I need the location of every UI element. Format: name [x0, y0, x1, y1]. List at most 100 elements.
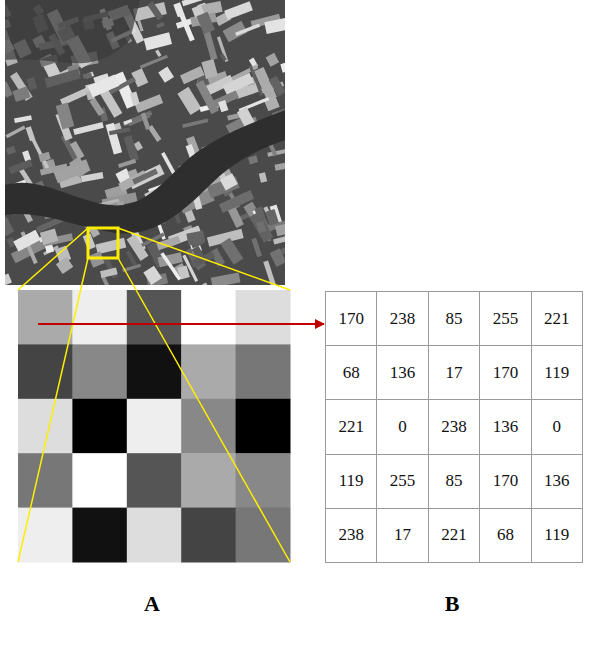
- cell-value: 255: [390, 471, 416, 491]
- pixel-cell: [127, 399, 182, 454]
- cell-value: 238: [390, 309, 416, 329]
- pixel-cell: [72, 453, 127, 508]
- pixel-cell: [127, 290, 182, 345]
- field-patch: [256, 221, 266, 234]
- field-patch: [217, 36, 229, 62]
- field-patch: [89, 251, 105, 267]
- field-patch: [275, 224, 285, 236]
- photo-ground: [5, 0, 285, 285]
- cell-value: 119: [544, 525, 569, 545]
- cell-value: 68: [343, 363, 360, 383]
- table-cell: 136: [531, 454, 583, 509]
- field-patch: [156, 22, 165, 28]
- pixel-cell: [236, 399, 291, 454]
- table-cell: 255: [479, 291, 531, 346]
- cell-value: 170: [338, 309, 364, 329]
- field-patch: [118, 159, 136, 168]
- table-cell: 136: [376, 345, 428, 400]
- pixel-grid: [18, 290, 291, 563]
- table-cell: 119: [325, 454, 377, 509]
- field-patch: [197, 12, 215, 34]
- pixel-cell: [181, 344, 236, 399]
- cell-value: 136: [544, 471, 570, 491]
- field-patch: [5, 273, 12, 285]
- pixel-cell: [236, 290, 291, 345]
- field-patch: [220, 173, 238, 190]
- field-patch: [158, 67, 174, 83]
- field-patch: [222, 73, 253, 95]
- field-patch: [109, 127, 130, 135]
- field-patch: [264, 18, 285, 34]
- field-patch: [177, 87, 201, 115]
- pixel-cell: [127, 453, 182, 508]
- table-cell: 119: [531, 345, 583, 400]
- field-patch: [100, 267, 118, 278]
- field-patch: [56, 103, 75, 130]
- aerial-photo: [5, 0, 285, 285]
- field-patch: [5, 82, 13, 98]
- field-patch: [132, 169, 158, 185]
- cell-value: 221: [441, 525, 467, 545]
- pixel-cell: [181, 453, 236, 508]
- table-cell: 221: [428, 508, 480, 563]
- pixel-cell: [181, 290, 236, 345]
- cell-value: 221: [544, 309, 570, 329]
- field-patch: [259, 172, 267, 183]
- field-patch: [70, 141, 85, 160]
- table-cell: 136: [479, 399, 531, 454]
- dark-area: [5, 0, 140, 63]
- zoom-square: [88, 228, 118, 258]
- pixel-cell: [72, 508, 127, 563]
- table-cell: 68: [479, 508, 531, 563]
- field-patch: [218, 100, 228, 112]
- field-patch: [89, 98, 104, 116]
- panel-label: A: [144, 591, 160, 617]
- pixel-cell: [18, 399, 73, 454]
- cell-value: 119: [339, 471, 364, 491]
- pixel-cell: [236, 453, 291, 508]
- cell-value: 238: [338, 525, 364, 545]
- cell-value: 221: [338, 417, 364, 437]
- field-patch: [38, 152, 51, 162]
- table-cell: 238: [325, 508, 377, 563]
- field-patch: [201, 59, 218, 79]
- field-patch: [130, 92, 140, 106]
- cell-value: 255: [493, 309, 519, 329]
- cell-value: 0: [553, 417, 562, 437]
- cell-value: 17: [445, 363, 462, 383]
- field-patch: [266, 53, 280, 67]
- field-patch: [5, 217, 14, 236]
- cell-value: 85: [445, 471, 462, 491]
- field-patch: [140, 55, 168, 69]
- field-patch: [144, 32, 172, 50]
- field-patch: [73, 122, 104, 135]
- field-patch: [155, 49, 161, 56]
- table-cell: 119: [531, 508, 583, 563]
- field-patch: [44, 69, 80, 88]
- zoom-line: [18, 228, 88, 290]
- red-arrow: [38, 323, 324, 325]
- field-patch: [141, 112, 151, 130]
- field-patch: [56, 257, 73, 274]
- field-patch: [269, 76, 285, 97]
- table-cell: 170: [479, 345, 531, 400]
- field-patch: [123, 135, 139, 162]
- table-cell: 255: [376, 454, 428, 509]
- table-cell: 85: [428, 291, 480, 346]
- pixel-cell: [127, 344, 182, 399]
- field-patch: [12, 86, 30, 102]
- field-patch: [160, 252, 181, 280]
- field-patch: [88, 74, 120, 97]
- field-patch: [192, 246, 207, 265]
- pixel-cell: [181, 399, 236, 454]
- panel-label: B: [445, 591, 460, 617]
- field-patch: [40, 229, 58, 245]
- pixel-cell: [18, 508, 73, 563]
- table-cell: 68: [325, 345, 377, 400]
- pixel-cell: [18, 290, 73, 345]
- field-patch: [211, 272, 241, 285]
- field-patch: [8, 159, 33, 174]
- table-cell: 85: [428, 454, 480, 509]
- pixel-cell: [72, 344, 127, 399]
- field-patch: [219, 190, 254, 213]
